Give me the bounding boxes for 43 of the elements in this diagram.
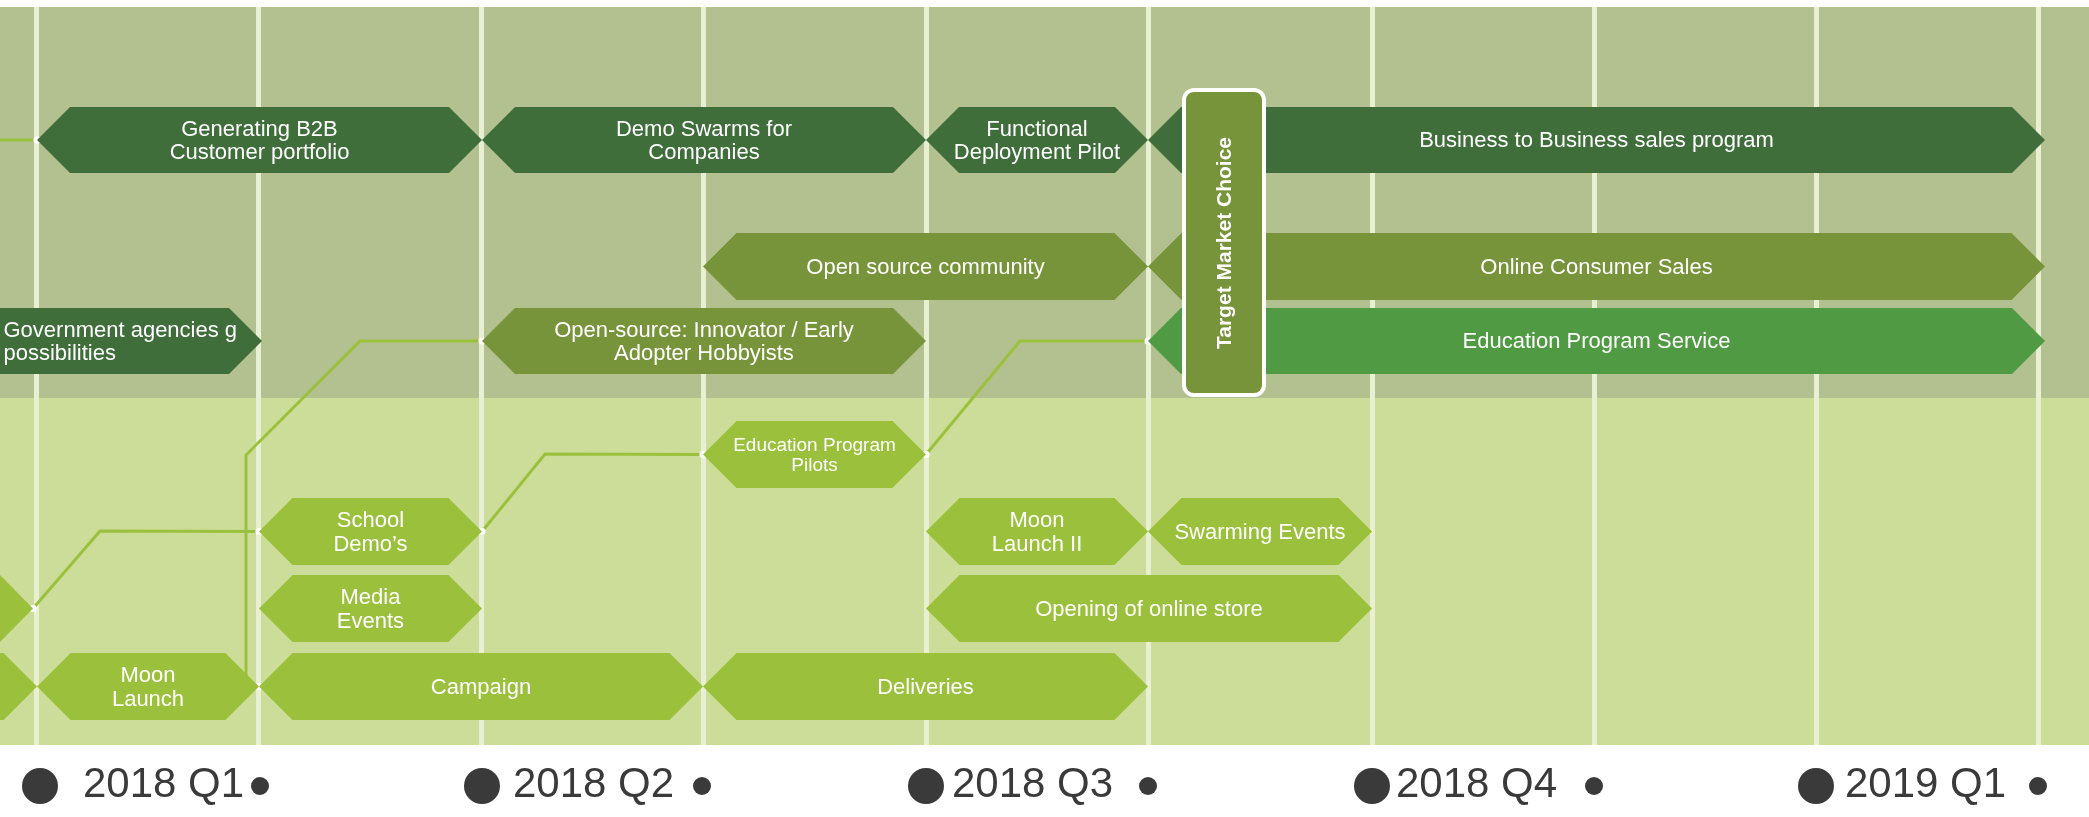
milestone-label: Education Program Pilots	[732, 434, 897, 475]
target-market-panel	[1182, 88, 1266, 397]
milestone-label: Generating B2B Customer portfolio	[168, 116, 351, 164]
connector-line	[244, 337, 486, 691]
milestone-label: Moon Launch	[110, 663, 186, 710]
milestone-block	[926, 498, 1148, 565]
milestone-label: Government agencies g possibilities	[3, 317, 239, 365]
milestone-label: Swarming Events	[1174, 519, 1346, 544]
milestone-block	[1148, 498, 1372, 565]
milestone-block	[0, 308, 262, 374]
quarter-label: 2018 Q4	[1396, 762, 1558, 804]
connector-line	[0, 136, 41, 144]
milestone-block	[926, 575, 1372, 642]
quarter-label: 2018 Q3	[952, 762, 1114, 804]
milestone-block	[703, 421, 926, 488]
connector-line	[29, 527, 263, 613]
milestone-block	[926, 107, 1148, 173]
connector-line	[922, 337, 1152, 459]
quarter-label: 2018 Q1	[83, 762, 245, 804]
milestone-block	[703, 653, 1148, 720]
milestone-block	[259, 498, 482, 565]
milestone-label: School Demo’s	[332, 508, 409, 555]
milestone-label: Functional Deployment Pilot	[952, 116, 1122, 164]
connector-line	[478, 450, 707, 536]
milestone-label: Demo Swarms for Companies	[614, 116, 793, 164]
partial-block	[0, 575, 33, 642]
milestone-label: Media Events	[335, 585, 406, 632]
milestone-label: Online Consumer Sales	[1480, 254, 1713, 279]
milestone-label: Open-source: Innovator / Early Adopter Hobbyists	[553, 317, 855, 365]
milestone-label: Business to Business sales program	[1419, 128, 1774, 152]
milestone-label: Education Program Service	[1462, 329, 1731, 353]
milestone-block	[703, 233, 1148, 300]
milestone-block	[259, 575, 482, 642]
milestone-label: Opening of online store	[1035, 596, 1263, 621]
milestone-block	[482, 308, 926, 374]
milestone-label: Open source community	[806, 254, 1045, 279]
milestone-label: Deliveries	[877, 674, 974, 699]
milestone-label: Moon Launch II	[990, 508, 1084, 555]
milestone-block	[37, 107, 482, 173]
vertical-label: Target Market Choice	[1212, 136, 1235, 349]
quarter-label: 2018 Q2	[513, 762, 675, 804]
quarter-label: 2019 Q1	[1845, 762, 2007, 804]
milestone-label: Campaign	[430, 674, 532, 699]
